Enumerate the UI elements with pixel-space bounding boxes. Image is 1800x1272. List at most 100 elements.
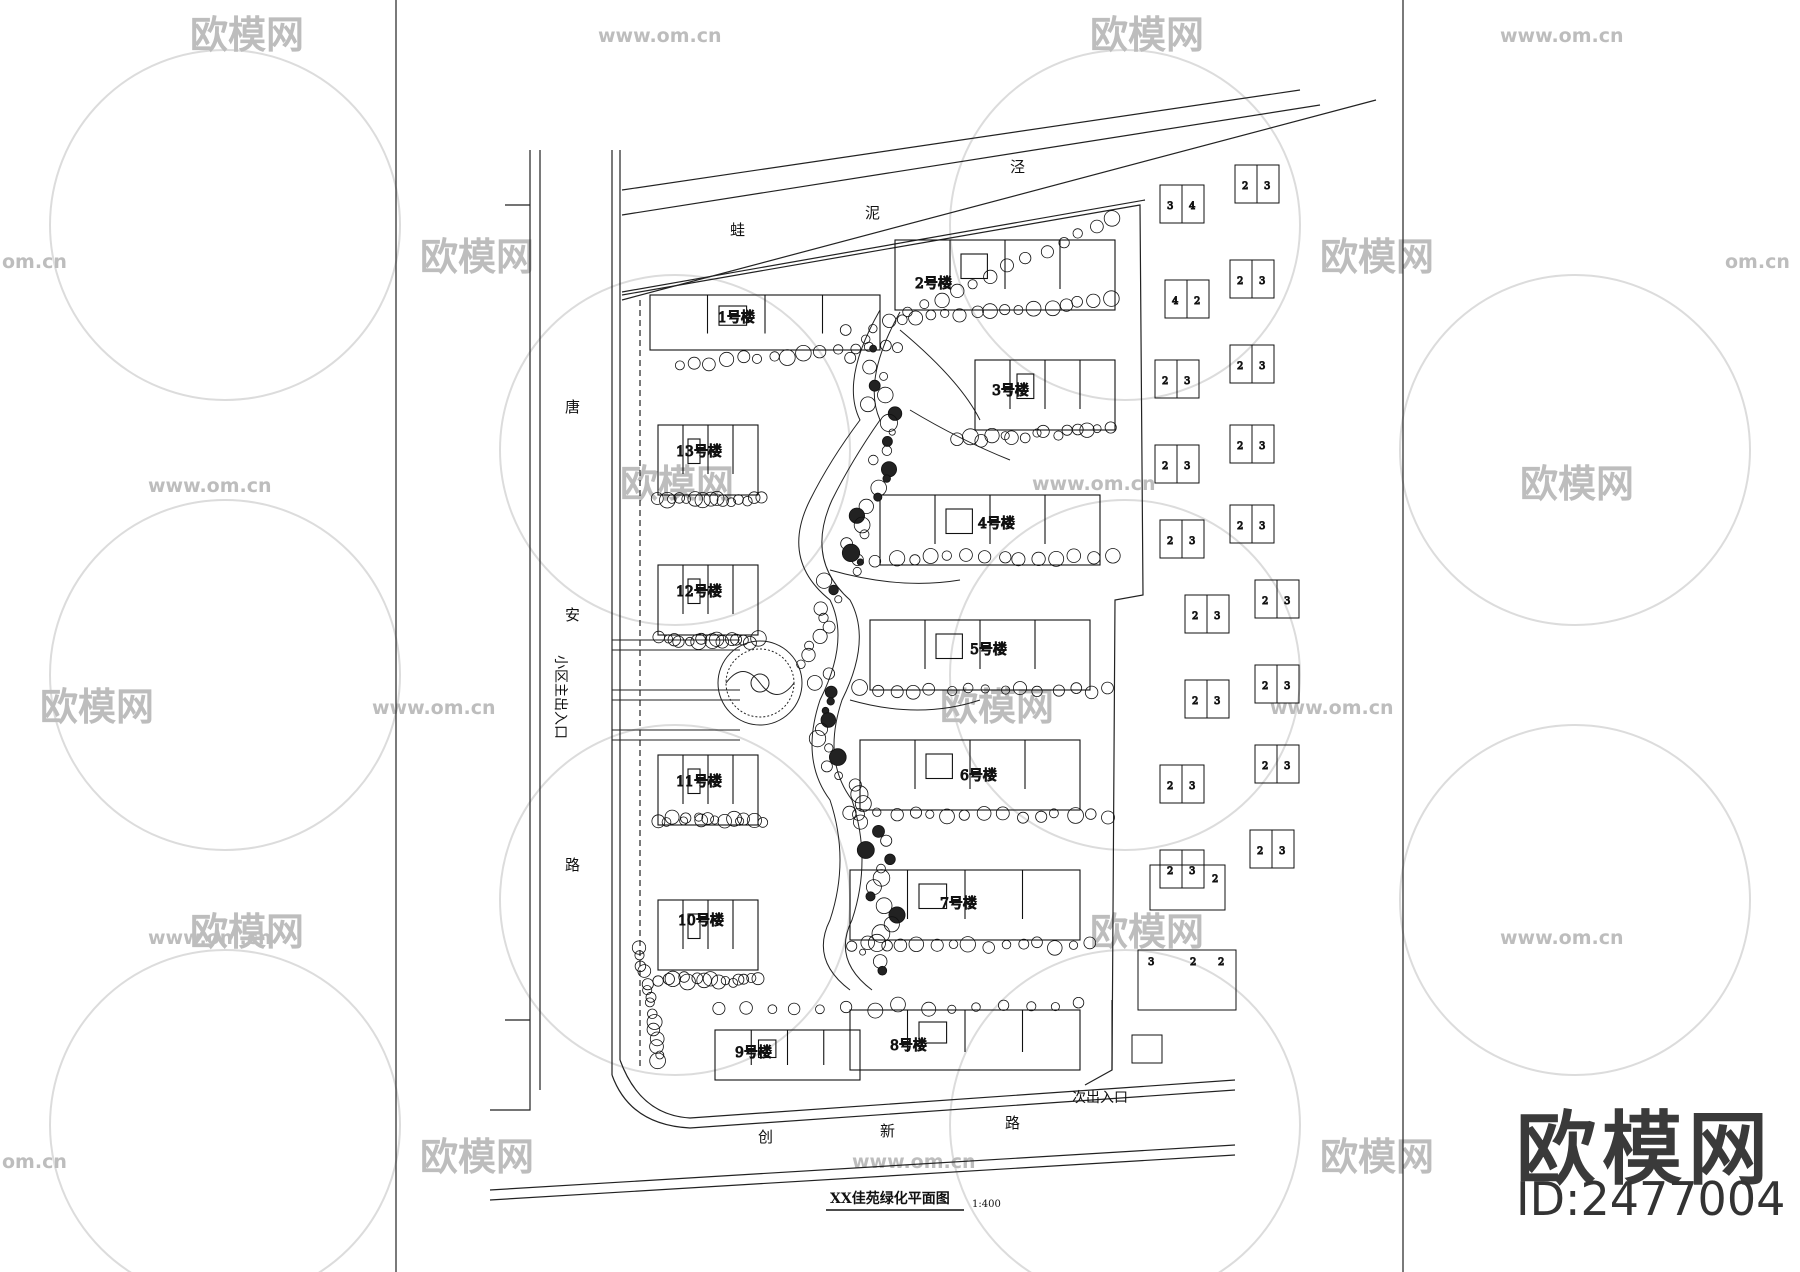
road-label-north-2: 泥 (865, 204, 880, 222)
neighbor-label: 2 (1237, 441, 1243, 452)
watermark-brand: 欧模网 (40, 685, 154, 729)
watermark-url-short: om.cn (2, 1151, 67, 1173)
building-label: 8号楼 (890, 1038, 927, 1054)
watermark-layer: 欧模网欧模网欧模网欧模网欧模网欧模网欧模网欧模网欧模网欧模网欧模网欧模网www.… (2, 13, 1790, 1272)
building-label: 6号楼 (960, 768, 997, 784)
neighbor-label: 3 (1259, 276, 1265, 287)
neighbor-label: 3 (1284, 596, 1290, 607)
watermark-url: www.om.cn (1270, 697, 1394, 719)
neighbor-label: 3 (1167, 201, 1173, 212)
building-label: 4号楼 (978, 516, 1015, 532)
road-label-south-2: 新 (880, 1122, 895, 1140)
neighbor-label: 2 (1192, 611, 1198, 622)
watermark-url: www.om.cn (148, 475, 272, 497)
neighbor-label: 3 (1184, 461, 1190, 472)
watermark-url: www.om.cn (1500, 25, 1624, 47)
neighbor-label: 2 (1192, 696, 1198, 707)
building-label: 1号楼 (718, 310, 755, 326)
watermark-brand: 欧模网 (1090, 13, 1204, 57)
secondary-entrance-label: 次出入口 (1072, 1090, 1128, 1106)
building-10: 10号楼 (657, 899, 759, 971)
building-label: 11号楼 (676, 774, 722, 790)
road-labels: 蛙 泥 泾 唐 安 路 创 新 路 (565, 158, 1025, 1146)
watermark-url-short: om.cn (2, 251, 67, 273)
building-2: 2号楼 (894, 239, 1116, 311)
watermark-url-short: om.cn (1725, 251, 1790, 273)
watermark-brand: 欧模网 (1320, 1135, 1434, 1179)
neighbor-label: 3 (1264, 181, 1270, 192)
watermark-url: www.om.cn (1500, 927, 1624, 949)
neighbor-label: 2 (1162, 461, 1168, 472)
neighbor-label: 2 (1262, 681, 1268, 692)
road-label-south-1: 创 (758, 1128, 773, 1146)
main-entrance-label: 小区主出入口 (552, 655, 568, 739)
building-label: 3号楼 (992, 383, 1029, 399)
trees (631, 210, 1121, 1070)
neighbor-label: 3 (1259, 361, 1265, 372)
building-label: 9号楼 (735, 1045, 772, 1061)
drawing-scale: 1:400 (972, 1199, 1001, 1210)
neighbor-label: 2 (1167, 866, 1173, 877)
watermark-brand: 欧模网 (1090, 910, 1204, 954)
watermark-url: www.om.cn (852, 1151, 976, 1173)
watermark-url: www.om.cn (1032, 473, 1156, 495)
watermark-brand: 欧模网 (420, 235, 534, 279)
neighbor-label: 3 (1214, 696, 1220, 707)
building-label: 13号楼 (676, 444, 722, 460)
neighbor-label: 4 (1189, 201, 1195, 212)
watermark-brand: 欧模网 (940, 685, 1054, 729)
roads (489, 89, 1377, 1201)
brand-badge: 欧模网 (1516, 1103, 1774, 1196)
neighbor-label: 2 (1194, 296, 1200, 307)
neighbor-label: 3 (1259, 441, 1265, 452)
road-label-west-1: 唐 (565, 398, 580, 416)
building-label: 10号楼 (678, 913, 724, 929)
neighbor-label: 3 (1284, 681, 1290, 692)
building-3: 3号楼 (974, 359, 1116, 431)
neighbor-label: 3 (1284, 761, 1290, 772)
building-8: 8号楼 (849, 1009, 1081, 1071)
road-label-west-3: 路 (565, 856, 580, 874)
building-5: 5号楼 (869, 619, 1091, 691)
watermark-circles (49, 49, 1751, 1272)
neighbor-label: 3 (1259, 521, 1265, 532)
road-label-north-3: 泾 (1010, 158, 1025, 176)
neighbor-label: 2 (1262, 761, 1268, 772)
sheet-frame (395, 0, 1404, 1272)
building-label: 7号楼 (940, 896, 977, 912)
watermark-url: www.om.cn (598, 25, 722, 47)
neighbor-label: 4 (1172, 296, 1178, 307)
neighbor-label: 2 (1237, 521, 1243, 532)
watermark-brand: 欧模网 (190, 13, 304, 57)
neighbor-label: 2 (1237, 276, 1243, 287)
neighbor-label: 2 (1212, 874, 1218, 885)
neighbor-label: 2 (1167, 781, 1173, 792)
watermark-brand: 欧模网 (420, 1135, 534, 1179)
watermark-brand: 欧模网 (190, 910, 304, 954)
building-4: 4号楼 (879, 494, 1101, 566)
watermark-brand: 欧模网 (1320, 235, 1434, 279)
neighbor-label: 2 (1242, 181, 1248, 192)
neighbor-label: 3 (1148, 957, 1154, 968)
neighbor-label: 3 (1184, 376, 1190, 387)
neighbor-label: 3 (1214, 611, 1220, 622)
neighbor-label: 3 (1189, 866, 1195, 877)
building-label: 5号楼 (970, 642, 1007, 658)
neighbor-label: 3 (1279, 846, 1285, 857)
garden-path (798, 309, 1011, 991)
buildings: 1号楼2号楼3号楼4号楼5号楼6号楼7号楼8号楼9号楼10号楼11号楼12号楼1… (649, 239, 1116, 1081)
